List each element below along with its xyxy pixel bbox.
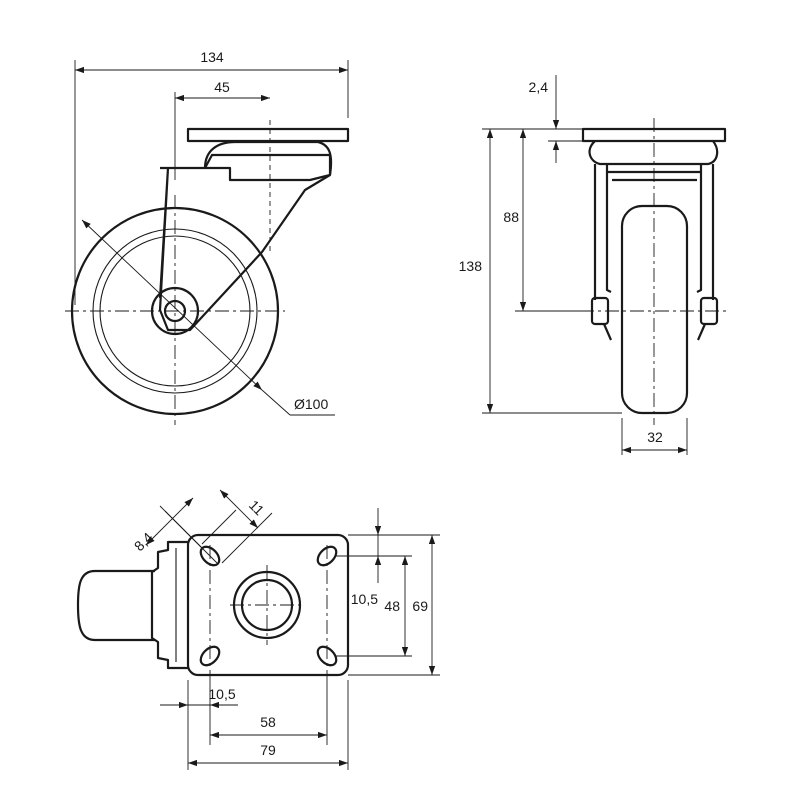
dim-plate-thickness: 2,4: [529, 79, 549, 95]
top-plate-front: [186, 127, 350, 143]
dim-wheel-center-height: 88: [503, 209, 519, 225]
wheel-top: [76, 569, 155, 642]
mounting-hole-tr: [316, 545, 338, 567]
dim-wheel-width: 32: [647, 429, 663, 445]
dim-line-hole-diameter: [145, 497, 194, 546]
dim-hole-inset-horizontal: 10,5: [208, 686, 235, 702]
dim-plate-length: 69: [412, 598, 428, 614]
wheel-side: [620, 204, 689, 415]
fork-side: [593, 164, 715, 300]
dim-bolt-spacing-horizontal: 58: [260, 714, 276, 730]
dim-bolt-spacing-vertical: 48: [384, 598, 400, 614]
dim-hole-inset-vertical: 10,5: [351, 591, 378, 607]
top-view: 10,5 58 79 10,5 48 69 8,4 11: [76, 489, 440, 770]
dim-overall-height: 138: [459, 258, 483, 274]
dim-overall-width: 134: [200, 49, 224, 65]
dim-line-wheel-diameter: [81, 219, 263, 391]
mounting-hole-br: [316, 645, 338, 667]
mounting-hole-bl: [199, 645, 221, 667]
side-view: 138 88 2,4 32: [459, 75, 728, 455]
front-view: 134 45 Ø100: [65, 49, 350, 425]
dim-hole-diameter: 8,4: [131, 529, 156, 554]
dim-hole-slot: 11: [246, 497, 268, 519]
fork: [158, 153, 332, 332]
top-plate: [186, 533, 350, 677]
dim-plate-width: 79: [260, 742, 276, 758]
dim-offset: 45: [214, 79, 230, 95]
dim-wheel-diameter: Ø100: [294, 396, 328, 412]
dim-line-hole-slot: [219, 489, 259, 529]
